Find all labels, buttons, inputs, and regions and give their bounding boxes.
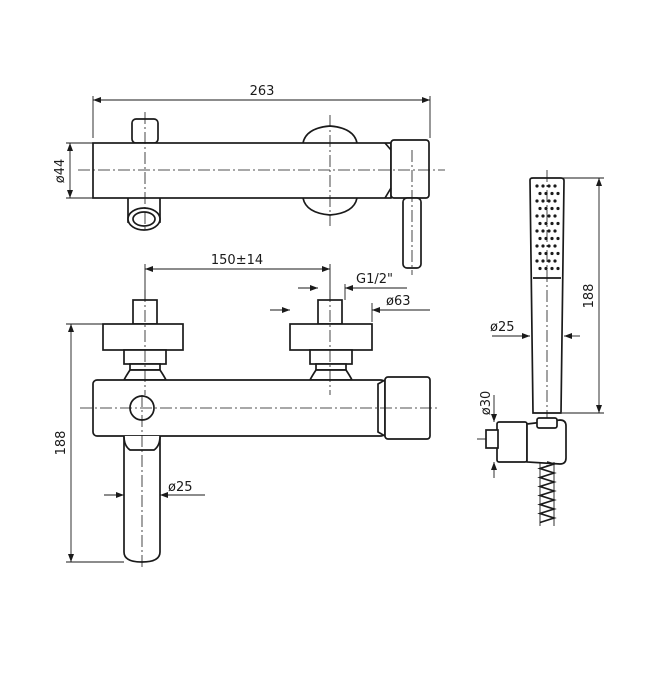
nozzle-dot	[541, 259, 545, 263]
nozzle-dot	[547, 244, 551, 248]
nozzle-dot	[547, 214, 551, 218]
spacing-dimension-label: 150±14	[211, 253, 263, 268]
nozzle-dot	[550, 236, 554, 241]
nozzle-dot	[553, 184, 557, 188]
front-view: 150±14 G1/2" ø63	[54, 253, 440, 570]
shower-diameter-label: ø25	[490, 320, 515, 335]
nozzle-dot	[547, 199, 551, 203]
nozzle-dot	[535, 199, 539, 203]
nozzle-dot	[547, 184, 551, 188]
nozzle-dot	[541, 214, 545, 218]
nozzle-dot	[553, 214, 557, 218]
nozzle-dot	[538, 206, 542, 211]
nozzle-dot	[547, 229, 551, 233]
nozzle-dot	[556, 221, 560, 226]
nozzle-dot	[550, 206, 554, 211]
nozzle-dot	[553, 229, 557, 233]
hand-shower-view: 188 ø25 ø30	[477, 170, 604, 526]
nozzle-dot	[541, 244, 545, 248]
shower-length-label: 188	[582, 284, 597, 309]
nozzle-dot	[544, 206, 548, 211]
nozzle-dot	[553, 259, 557, 263]
nozzle-dot	[538, 266, 542, 271]
nozzle-dot	[535, 214, 539, 218]
body-diameter-label: ø44	[53, 159, 68, 184]
thread-label: G1/2"	[356, 272, 393, 287]
nozzle-dot	[553, 199, 557, 203]
nozzle-dot	[538, 251, 542, 256]
nozzle-dot	[535, 244, 539, 248]
nozzle-dot	[535, 184, 539, 188]
nozzle-dot	[538, 191, 542, 196]
hose-zigzag	[537, 461, 557, 524]
nozzle-dot	[550, 251, 554, 256]
shower-hose	[537, 461, 557, 526]
flange-diameter-label: ø63	[386, 294, 411, 309]
top-view: 263 ø44	[53, 84, 445, 275]
nozzle-dot	[544, 266, 548, 271]
spout-diameter-label: ø25	[168, 480, 193, 495]
nozzle-dot	[535, 229, 539, 233]
nozzle-dot	[538, 221, 542, 226]
nozzle-dot	[547, 259, 551, 263]
nozzle-dot	[553, 244, 557, 248]
nozzle-dot	[550, 221, 554, 226]
nozzle-dot	[541, 229, 545, 233]
nozzle-dot	[550, 191, 554, 196]
nozzle-dot	[556, 251, 560, 256]
nozzle-dot	[550, 266, 554, 271]
nozzle-dot	[541, 184, 545, 188]
nozzle-dot	[556, 236, 560, 241]
nozzle-dot	[556, 266, 560, 271]
nozzle-dot	[544, 221, 548, 226]
nozzle-dot	[535, 259, 539, 263]
nozzle-dot	[538, 236, 542, 241]
width-dimension-label: 263	[250, 84, 275, 99]
holder-diameter-label: ø30	[479, 391, 494, 416]
nozzle-dot	[541, 199, 545, 203]
nozzle-dot	[556, 191, 560, 196]
height-dimension-label: 188	[54, 431, 69, 456]
nozzle-dot	[556, 206, 560, 211]
